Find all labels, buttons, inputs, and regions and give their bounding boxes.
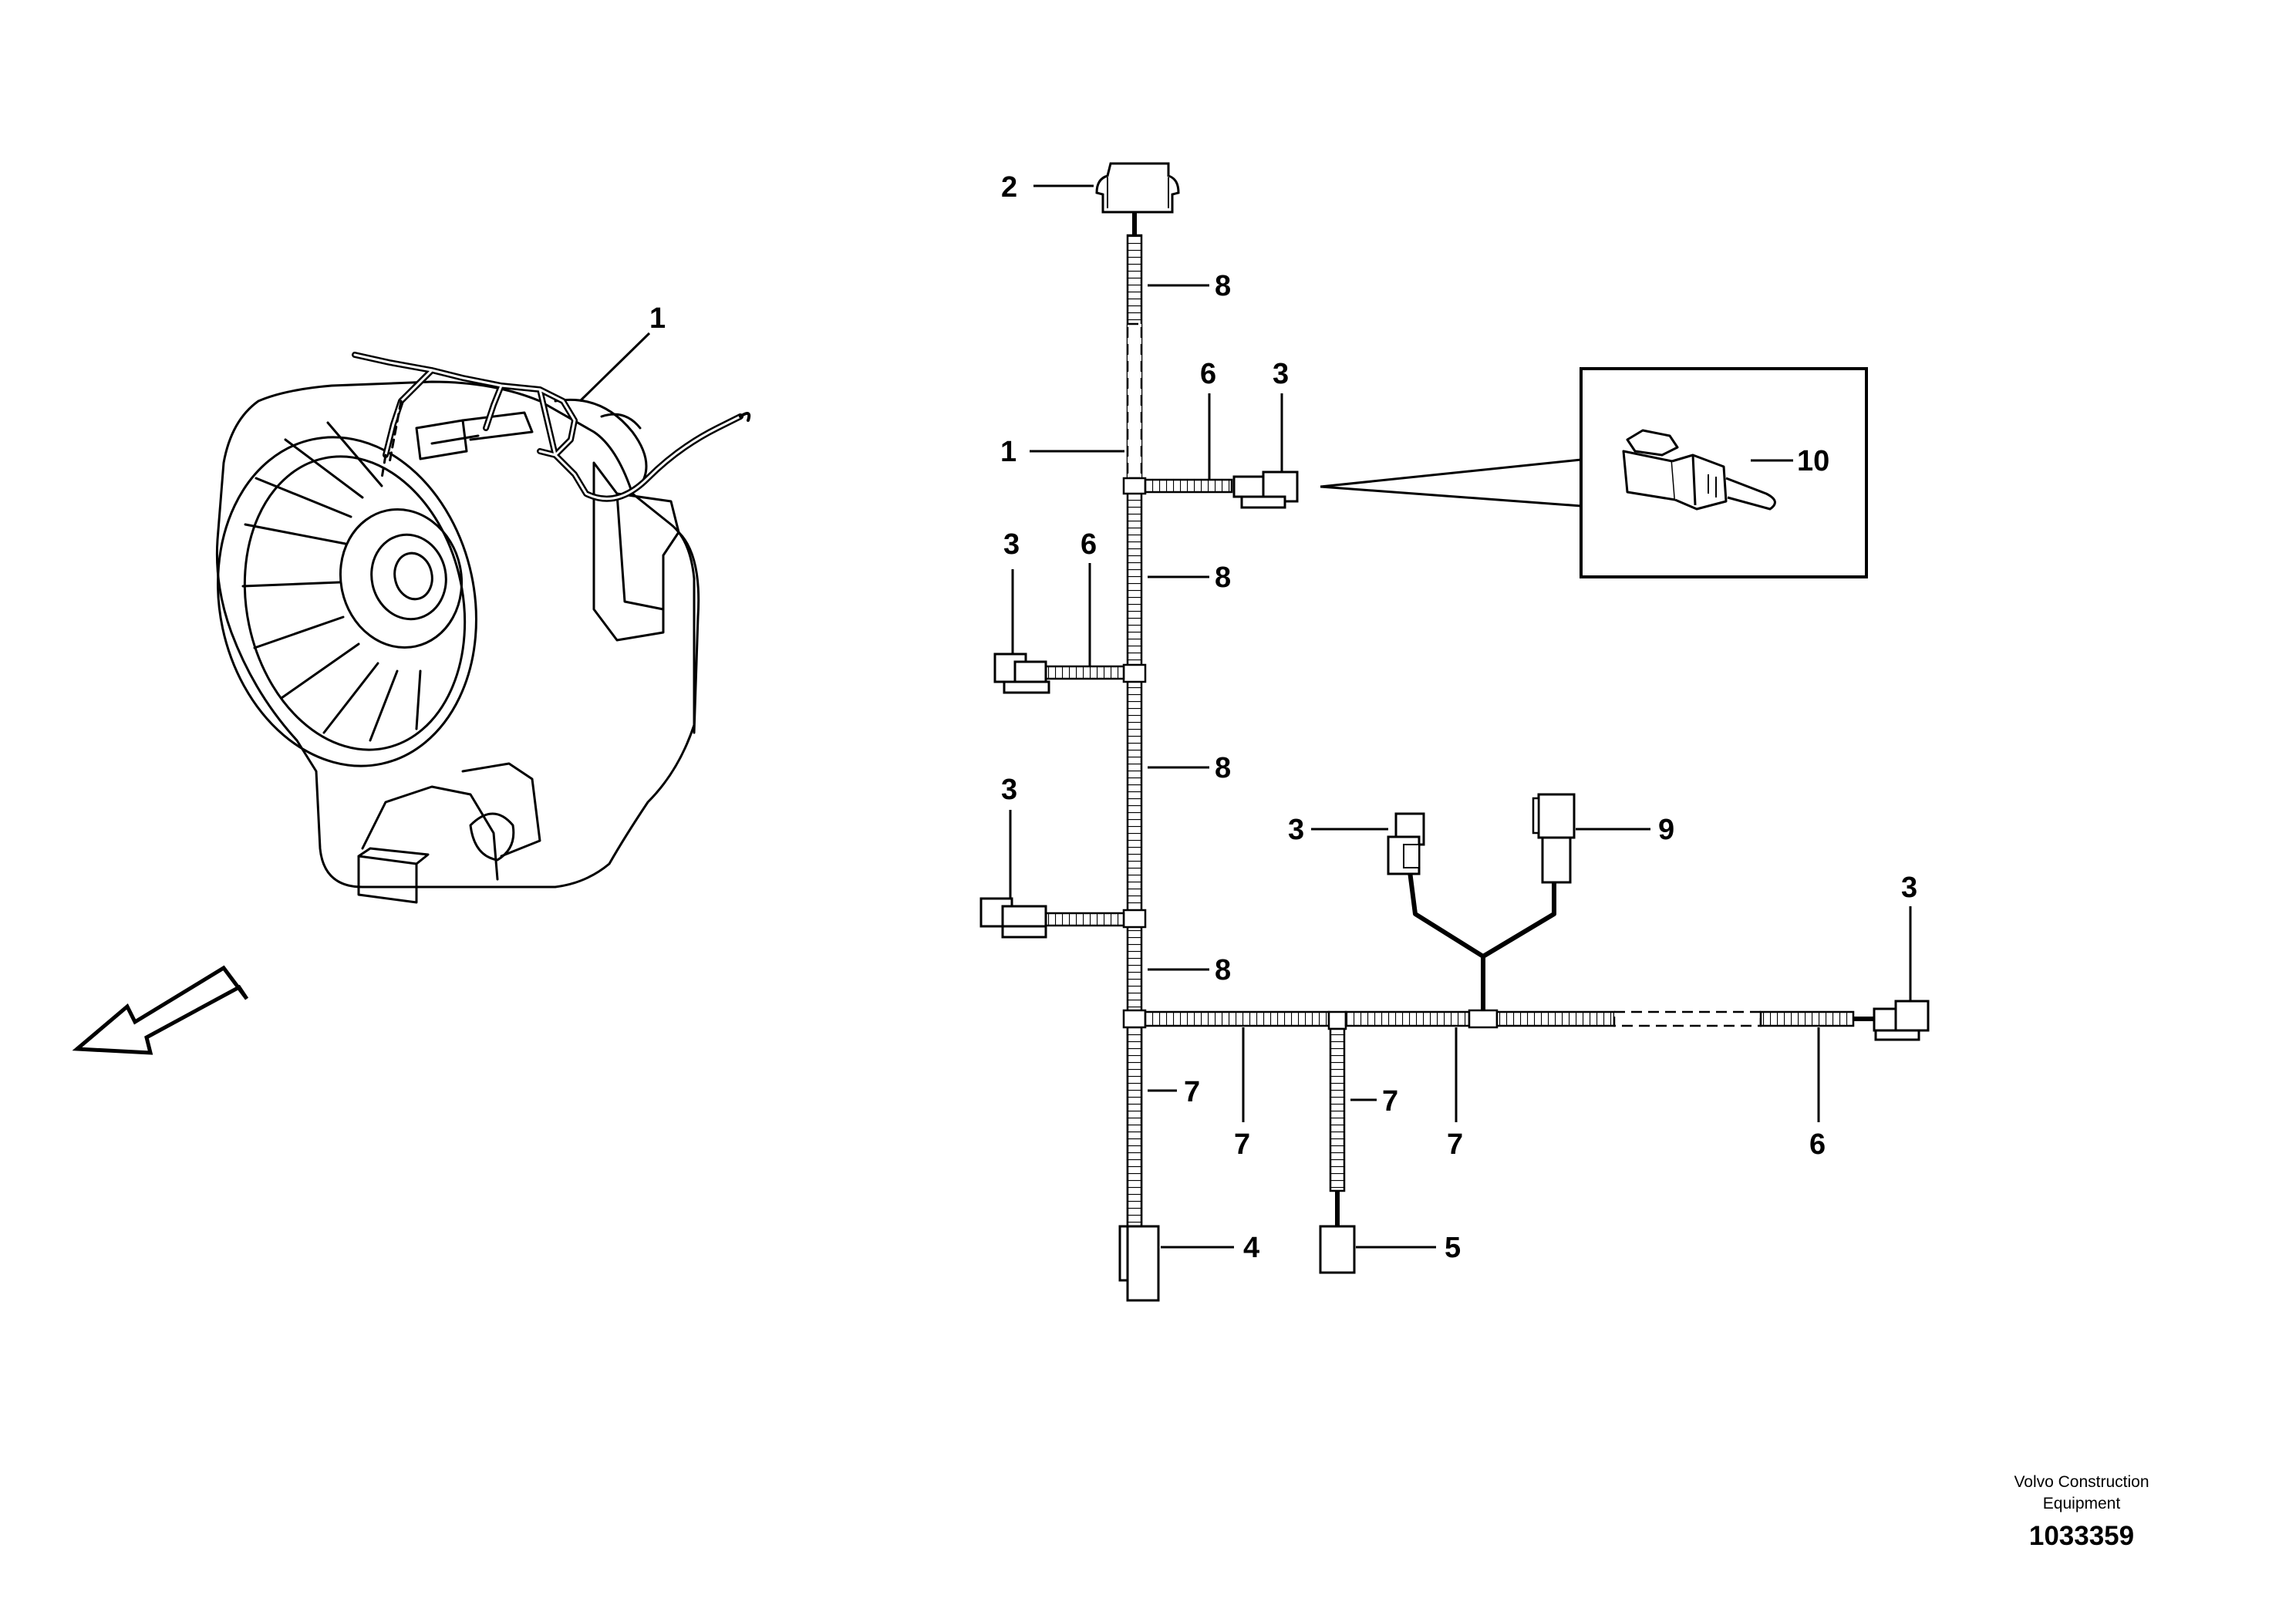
callout-8-d: 8 <box>1215 954 1231 986</box>
brand-name: Volvo Construction <box>2014 1473 2149 1491</box>
callout-1-illustration: 1 <box>649 302 666 335</box>
callout-8-c: 8 <box>1215 752 1231 784</box>
callout-8-a: 8 <box>1215 270 1231 302</box>
callout-10: 10 <box>1797 445 1829 477</box>
callout-3-top: 3 <box>1273 358 1289 390</box>
connector-3-right <box>1873 1000 1930 1041</box>
callout-3-mid: 3 <box>1288 814 1304 846</box>
document-number: 1033359 <box>2028 1521 2135 1551</box>
publisher-footer: Volvo Construction Equipment 1033359 <box>1927 1472 2236 1558</box>
callout-1-main: 1 <box>1000 436 1017 468</box>
engine-harness <box>352 352 751 502</box>
connector-9 <box>1532 793 1576 884</box>
callout-6-b: 6 <box>1081 528 1097 561</box>
connector-4 <box>1118 1225 1160 1302</box>
connector-3-top <box>1232 470 1299 509</box>
connector-3-left-b <box>979 897 1047 939</box>
transmission-illustration <box>215 380 700 904</box>
connector-10-detail <box>1622 429 1776 511</box>
forward-direction-arrow <box>72 965 249 1055</box>
callout-2: 2 <box>1001 171 1017 204</box>
leader-line-1-illustration <box>578 332 651 403</box>
callout-7-c: 7 <box>1382 1085 1398 1118</box>
callout-6-c: 6 <box>1809 1128 1826 1161</box>
callout-9: 9 <box>1658 814 1674 846</box>
trunk-conduit-bottom <box>1126 1024 1143 1242</box>
callout-3-right: 3 <box>1901 872 1917 904</box>
callout-7-d: 7 <box>1447 1128 1463 1161</box>
connector-2 <box>1095 162 1180 214</box>
callout-7-a: 7 <box>1184 1076 1200 1108</box>
callout-6-a: 6 <box>1200 358 1216 390</box>
callout-4: 4 <box>1243 1232 1259 1264</box>
callout-8-b: 8 <box>1215 561 1231 594</box>
connector-3-left-a <box>993 653 1050 694</box>
harness-schematic: 2 8 1 6 3 8 3 6 8 3 8 7 7 7 7 6 3 9 3 4 … <box>979 162 1930 1302</box>
callout-3-left-b: 3 <box>1001 774 1017 806</box>
callout-5: 5 <box>1445 1232 1461 1264</box>
connector-3-mid <box>1387 812 1425 875</box>
brand-name-line2: Equipment <box>2042 1495 2121 1512</box>
connector-5 <box>1319 1225 1356 1274</box>
callout-3-left-a: 3 <box>1003 528 1020 561</box>
callout-7-b: 7 <box>1234 1128 1250 1161</box>
